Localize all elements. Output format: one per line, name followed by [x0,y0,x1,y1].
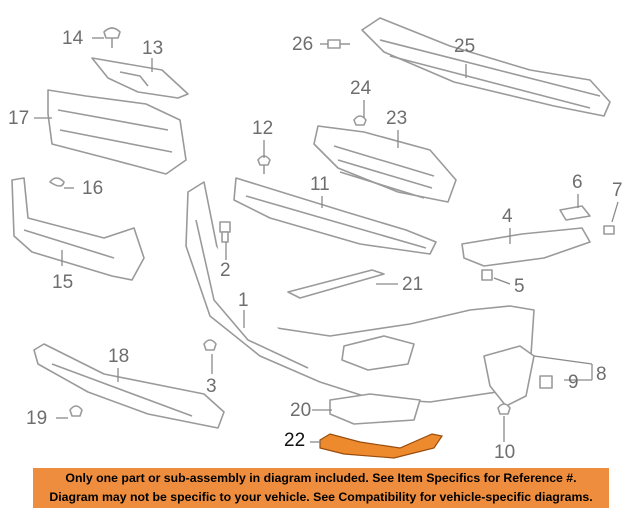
part-13-bracket [91,57,189,99]
part-3-clip [203,339,217,351]
part-11-grille-bar [233,177,437,255]
part-26-bolt [327,39,350,49]
callout-7: 7 [612,180,623,201]
callout-3: 3 [206,376,217,397]
part-6-bracket [559,205,591,221]
part-22-highlighted-strip [319,433,443,459]
callout-10: 10 [494,442,515,462]
callout-9: 9 [568,372,579,393]
callout-2: 2 [220,260,231,281]
callout-17: 17 [8,108,29,129]
callout-22: 22 [284,430,305,451]
callout-14: 14 [62,28,84,49]
parts-diagram: 14 13 17 16 15 12 11 23 24 26 25 2 1 21 … [8,17,623,462]
part-7-screw [603,225,615,235]
part-16-clip [49,177,65,187]
callout-6: 6 [572,172,583,193]
callout-12: 12 [252,118,273,139]
part-10-clip [497,403,511,415]
callout-18: 18 [108,346,129,367]
part-9-nut [539,375,553,389]
part-23-grille [313,125,457,203]
compatibility-notice-banner: Only one part or sub-assembly in diagram… [33,468,609,508]
part-1-bumper-cover [185,181,535,403]
callout-15: 15 [52,272,73,293]
callout-20: 20 [290,400,311,421]
part-8-bracket [483,345,535,407]
callout-25: 25 [454,36,475,57]
callout-23: 23 [386,108,407,129]
part-2-bolt [219,221,231,243]
leader-lines [34,37,619,443]
part-25-absorber [361,17,611,117]
part-24-clip [353,115,367,126]
part-20-fog-bezel [329,393,421,425]
callout-labels: 14 13 17 16 15 12 11 23 24 26 25 2 1 21 … [8,28,623,462]
part-14-clip [103,27,121,48]
part-15-lower-support [11,177,145,281]
part-5-bolt [481,269,493,281]
notice-line-1: Only one part or sub-assembly in diagram… [65,471,577,485]
callout-4: 4 [502,206,513,227]
part-12-clip [257,155,271,174]
callout-11: 11 [310,174,330,195]
callout-8: 8 [596,364,607,385]
callout-1: 1 [238,290,249,311]
part-18-splash-shield [33,343,225,429]
callout-19: 19 [26,408,47,429]
callout-16: 16 [82,178,103,199]
part-19-clip [69,405,83,417]
callout-5: 5 [514,276,525,297]
callout-13: 13 [142,38,163,59]
callout-24: 24 [350,78,372,99]
part-17-upper-support [47,89,187,175]
part-21-molding [287,269,385,299]
callout-21: 21 [402,274,423,295]
part-4-bracket [461,227,591,267]
notice-line-2: Diagram may not be specific to your vehi… [49,490,593,504]
callout-26: 26 [292,34,313,55]
